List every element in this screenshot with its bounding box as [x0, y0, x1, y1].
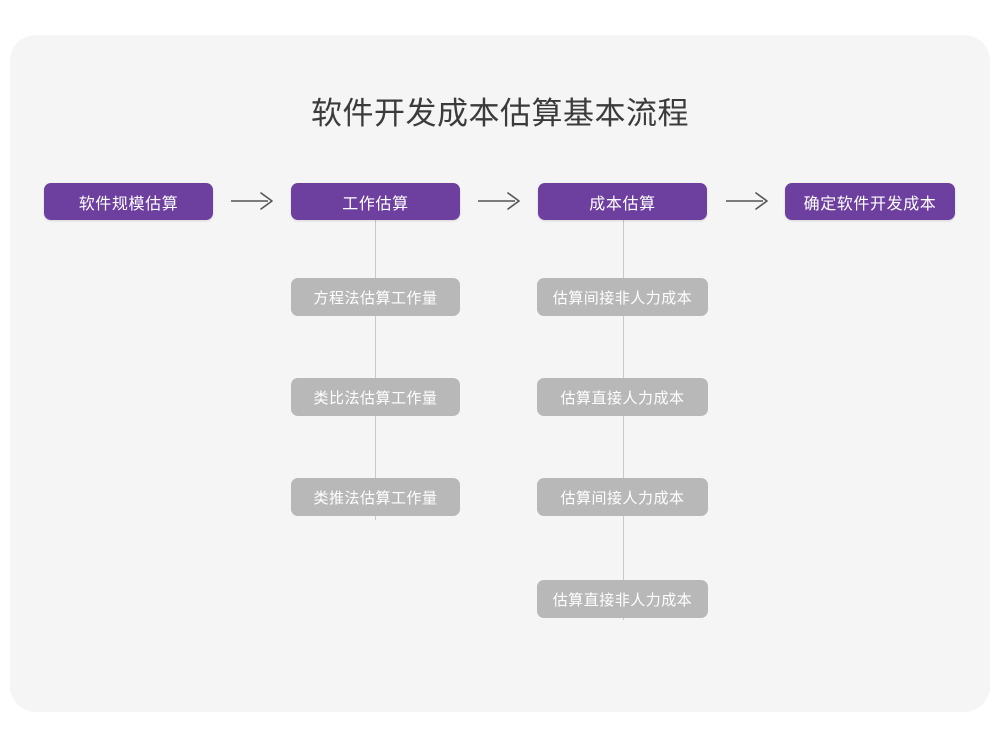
substep-node-3-4[interactable]: 估算直接非人力成本 [537, 580, 708, 618]
substep-node-3-3[interactable]: 估算间接人力成本 [537, 478, 708, 516]
substep-node-2-3-label: 类推法估算工作量 [313, 489, 438, 507]
substep-node-2-1-label: 方程法估算工作量 [313, 289, 438, 307]
connector-line-stage-3 [622, 220, 624, 620]
substep-node-3-3-label: 估算间接人力成本 [560, 489, 685, 507]
connector-line-stage-2 [374, 220, 376, 520]
page-title: 软件开发成本估算基本流程 [311, 96, 689, 131]
substep-node-3-1[interactable]: 估算间接非人力成本 [537, 278, 708, 316]
stage-node-2-label: 工作估算 [342, 195, 409, 213]
substep-node-3-2[interactable]: 估算直接人力成本 [537, 378, 708, 416]
substep-node-3-2-label: 估算直接人力成本 [560, 389, 685, 407]
substep-node-2-3[interactable]: 类推法估算工作量 [291, 478, 460, 516]
arrow-stage-2-to-3 [478, 190, 522, 212]
arrow-stage-1-to-2 [231, 190, 275, 212]
substep-node-2-1[interactable]: 方程法估算工作量 [291, 278, 460, 316]
arrow-stage-3-to-4 [726, 190, 770, 212]
stage-node-4[interactable]: 确定软件开发成本 [785, 183, 955, 220]
stage-node-3[interactable]: 成本估算 [538, 183, 707, 220]
diagram-card [10, 35, 990, 712]
stage-node-1-label: 软件规模估算 [78, 195, 179, 213]
stage-node-4-label: 确定软件开发成本 [803, 195, 937, 213]
stage-node-1[interactable]: 软件规模估算 [44, 183, 213, 220]
stage-node-3-label: 成本估算 [589, 195, 656, 213]
substep-node-2-2-label: 类比法估算工作量 [313, 389, 438, 407]
substep-node-3-1-label: 估算间接非人力成本 [552, 289, 693, 307]
stage-node-2[interactable]: 工作估算 [291, 183, 460, 220]
substep-node-3-4-label: 估算直接非人力成本 [552, 591, 693, 609]
substep-node-2-2[interactable]: 类比法估算工作量 [291, 378, 460, 416]
